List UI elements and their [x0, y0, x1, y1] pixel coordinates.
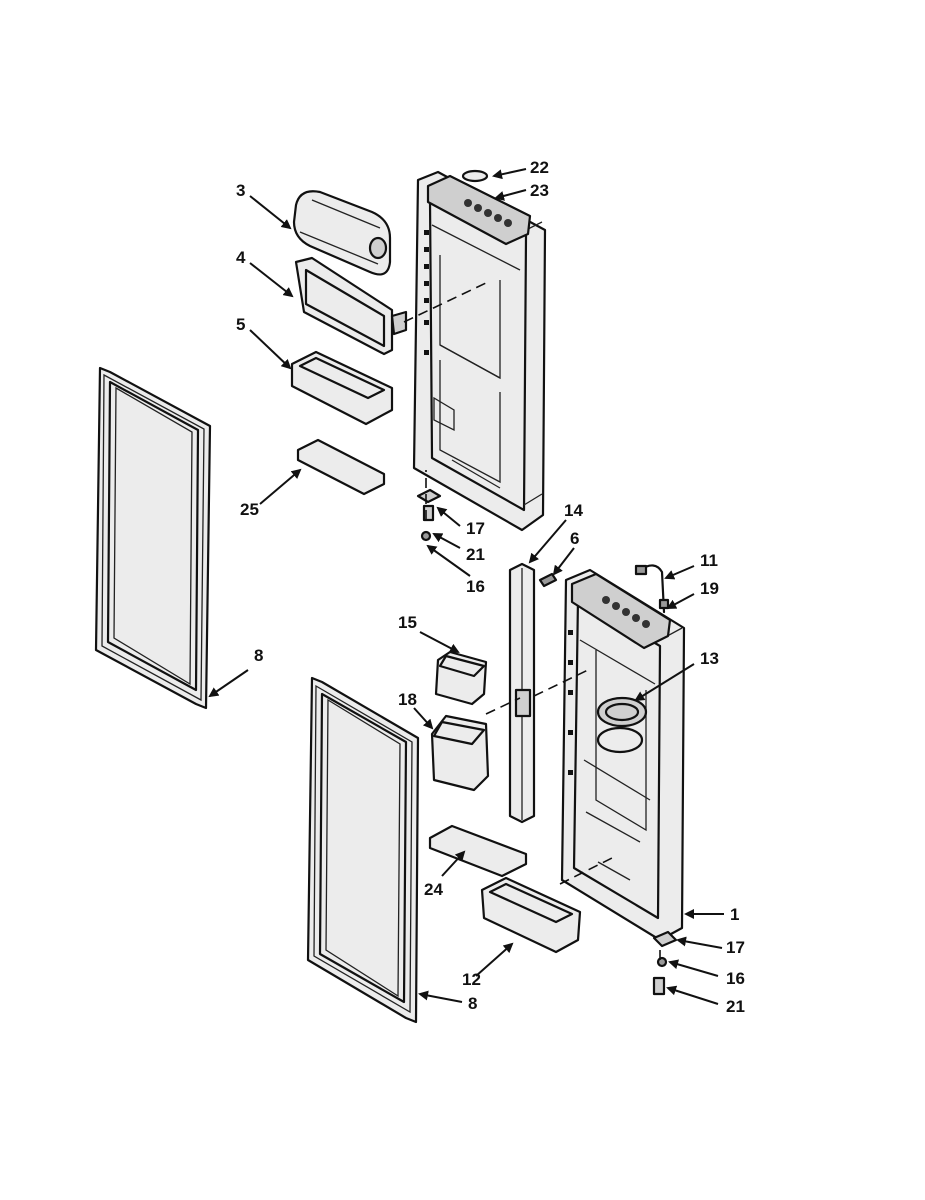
dairy-bin-cover: [292, 190, 392, 276]
door-bin-18: [430, 714, 490, 792]
callout-labels: 22 23 3 4 5 25 17 21 16 14 6 11 19 15 13…: [236, 158, 745, 1016]
callout-4: 4: [236, 248, 246, 267]
door-gasket-right: [306, 676, 420, 1024]
callout-12: 12: [462, 970, 481, 989]
callout-16-upper: 16: [466, 577, 485, 596]
callout-3: 3: [236, 181, 245, 200]
callout-21-upper: 21: [466, 545, 485, 564]
center-mullion: [508, 562, 536, 824]
leader-lines: [208, 168, 724, 1005]
door-bin-12: [480, 876, 582, 954]
callout-1: 1: [730, 905, 739, 924]
lower-door-liner: [560, 568, 686, 942]
callout-16-lower: 16: [726, 969, 745, 988]
callout-8-left: 8: [254, 646, 263, 665]
callout-23: 23: [530, 181, 549, 200]
callout-17-upper: 17: [466, 519, 485, 538]
door-bin-5: [290, 350, 394, 426]
upper-door-liner: [412, 170, 547, 532]
callout-11: 11: [700, 551, 718, 570]
callout-17-lower: 17: [726, 938, 745, 957]
dairy-bin-base: [294, 256, 408, 356]
callout-13: 13: [700, 649, 719, 668]
callout-14: 14: [564, 501, 583, 520]
callout-15: 15: [398, 613, 417, 632]
door-gasket-left: [94, 366, 212, 710]
callout-19: 19: [700, 579, 719, 598]
callout-5: 5: [236, 315, 245, 334]
screw-6: [538, 572, 558, 588]
cap-part-22: [461, 169, 489, 183]
shelf-24: [428, 824, 528, 878]
dispenser-opening-13: [596, 696, 648, 754]
door-bin-15: [434, 650, 488, 706]
callout-25: 25: [240, 500, 259, 519]
callout-21-lower: 21: [726, 997, 745, 1016]
callout-8-right: 8: [468, 994, 477, 1013]
upper-hinge-hardware: [416, 488, 442, 542]
callout-6: 6: [570, 529, 579, 548]
shelf-25: [296, 438, 386, 496]
callout-18: 18: [398, 690, 417, 709]
callout-24: 24: [424, 880, 443, 899]
wire-harness: [634, 564, 670, 614]
assembly-lines: [403, 281, 661, 960]
callout-22: 22: [530, 158, 549, 177]
